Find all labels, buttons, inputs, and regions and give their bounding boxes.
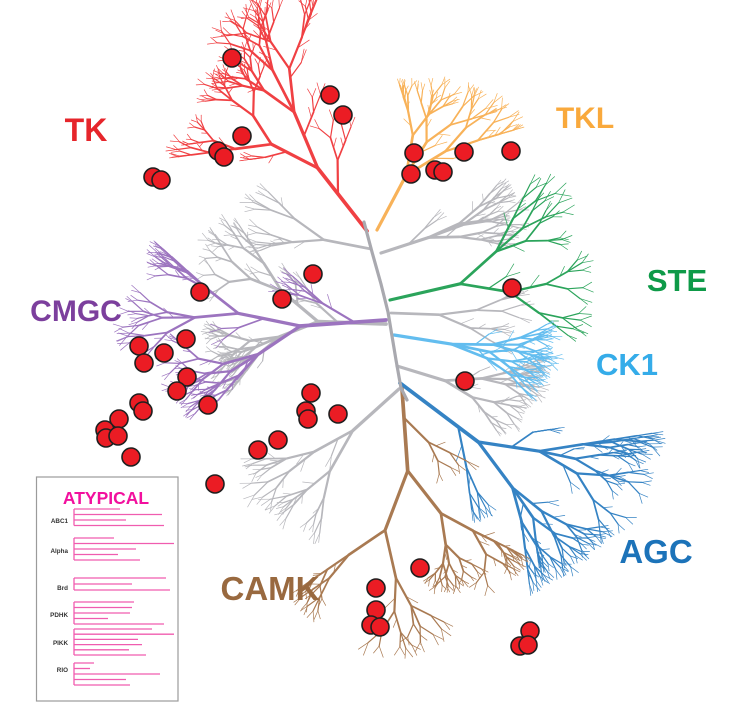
label-tkl: TKL [556,102,614,135]
kinase-hit-dot [370,617,390,637]
atypical-family-pdhk [73,601,164,625]
kinase-hit-dot [129,336,149,356]
kinase-hit-dot [501,141,521,161]
atypical-family-label: PIKK [53,640,68,647]
branches-layer [112,0,666,659]
group-labels-layer: TK TKL STE CK1 AGC CAMK CMGC [30,102,707,607]
tk-branches [165,0,369,233]
label-tk: TK [65,112,108,148]
ste-branches [388,173,594,342]
kinase-hit-dot [366,578,386,598]
kinase-hit-dot [214,147,234,167]
kinase-hit-dot [333,105,353,125]
atypical-family-label: Alpha [51,548,69,555]
cmgc-branches [112,240,388,420]
atypical-title: ATYPICAL [63,488,150,508]
kinase-hit-dot [176,329,196,349]
agc-branches [398,381,666,596]
kinase-hit-dot [320,85,340,105]
atypical-family-pikk [73,628,174,656]
camk-branches [292,387,531,659]
tree-spine [362,220,409,402]
kinase-hit-dot [502,278,522,298]
kinase-hit-dot [151,170,171,190]
kinase-hit-dot [205,474,225,494]
atypical-family-label: PDHK [50,612,68,619]
kinase-hit-dot [133,401,153,421]
ck1-branches [392,320,565,402]
kinase-hit-dot [198,395,218,415]
atypical-family-label: ABC1 [51,518,69,525]
kinase-hit-dot [108,426,128,446]
label-ste: STE [647,263,707,298]
kinase-hit-dot [401,164,421,184]
kinase-hit-dot [190,282,210,302]
label-camk: CAMK [221,570,320,607]
other-kinases-1-branches [196,214,388,397]
label-cmgc: CMGC [30,295,122,328]
label-ck1: CK1 [596,347,658,382]
kinase-hit-dot [301,383,321,403]
kinase-hit-dot [167,381,187,401]
atypical-family-alpha [73,537,174,561]
kinase-hit-dot [232,126,252,146]
hit-dots-layer [95,48,540,656]
kinase-hit-dot [454,142,474,162]
kinase-hit-dot [177,367,197,387]
kinase-hit-dot [410,558,430,578]
label-agc: AGC [619,533,692,570]
kinase-hit-dot [404,143,424,163]
kinase-hit-dot [328,404,348,424]
kinase-hit-dot [272,289,292,309]
kinase-hit-dot [121,447,141,467]
kinase-hit-dot [455,371,475,391]
spine-layer [362,220,409,402]
atypical-family-abc1 [73,508,164,527]
kinase-hit-dot [298,409,318,429]
kinase-hit-dot [518,635,538,655]
other-kinases-0-branches [239,183,373,254]
kinase-hit-dot [433,162,453,182]
atypical-family-label: Brd [57,585,68,592]
atypical-family-brd [73,577,170,591]
other-kinases-4-branches [239,387,401,545]
kinase-hit-dot [154,343,174,363]
atypical-family-label: RIO [57,667,68,674]
atypical-family-rio [73,662,160,686]
other-kinases-5-branches [379,178,530,255]
kinase-hit-dot [303,264,323,284]
kinase-hit-dot [134,353,154,373]
kinase-hit-dot [268,430,288,450]
kinase-hit-dot [222,48,242,68]
kinase-hit-dot [248,440,268,460]
